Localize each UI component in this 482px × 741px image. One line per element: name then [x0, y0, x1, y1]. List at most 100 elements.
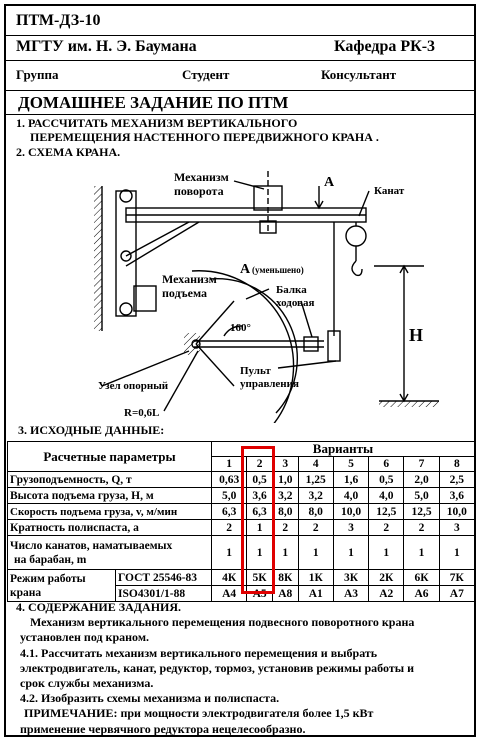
cell: 1,25	[297, 471, 334, 488]
strut-lower	[125, 221, 200, 267]
task-item1-line1: 1. РАССЧИТАТЬ МЕХАНИЗМ ВЕРТИКАЛЬНОГО	[16, 116, 298, 130]
beam-trolley	[259, 220, 277, 234]
content-line: 4.1. Рассчитать механизм вертикального п…	[20, 645, 378, 660]
department-name: Кафедра РК-3	[334, 38, 436, 55]
wall-hatch	[94, 186, 102, 331]
cell: 0,5	[246, 471, 273, 488]
cell: 1	[246, 535, 273, 570]
cell: 7К	[438, 569, 476, 586]
label-rotation-mech-1: Механизм	[174, 170, 229, 184]
gost-label: ГОСТ 25546-83	[115, 569, 212, 586]
variant-number: 6	[368, 456, 405, 472]
row-label: Высота подъема груза, H, м	[7, 487, 212, 504]
cell: 2	[403, 519, 440, 536]
table-row: Грузоподъемность, Q, т 0,63 0,5 1,0 1,25…	[7, 471, 476, 488]
selected-variant-highlight	[241, 446, 275, 594]
cell: 2К	[368, 569, 405, 586]
label-view-a: A	[240, 262, 251, 277]
crane-scheme-diagram: Механизм поворота A Канат Механизм подъе…	[94, 170, 439, 423]
detail-trolley	[303, 336, 319, 352]
mode-label-line1: Режим работы	[10, 572, 86, 585]
note-line: ПРИМЕЧАНИЕ: при мощности электродвигател…	[24, 706, 374, 721]
cell: 5К	[246, 569, 273, 586]
cell: А2	[368, 585, 405, 602]
cell: 2,0	[403, 471, 440, 488]
cell: 8К	[271, 569, 299, 586]
cell: 1	[271, 535, 299, 570]
cell: 1	[332, 535, 370, 570]
cell: 3,2	[297, 487, 334, 504]
rail-arc-outer	[191, 270, 295, 423]
cell: 2	[271, 519, 299, 536]
consultant-label: Консультант	[321, 67, 397, 82]
table-row: Кратность полиспаста, a 2 1 2 2 3 2 2 3	[7, 519, 476, 536]
label-angle: 160°	[230, 322, 251, 334]
cell: 0,5	[368, 471, 405, 488]
label-lift-mech-2: подъема	[162, 286, 207, 300]
cell: 1,0	[271, 471, 299, 488]
cell: А6	[403, 585, 440, 602]
cell: 4К	[210, 569, 248, 586]
content-line: срок службы механизма.	[20, 676, 154, 691]
cell: 1	[403, 535, 440, 570]
divider	[6, 114, 474, 115]
header-row-people: Группа Студент Консультант	[6, 60, 474, 90]
page-title: ДОМАШНЕЕ ЗАДАНИЕ ПО ПТМ	[18, 93, 289, 112]
assignment-content: 4. СОДЕРЖАНИЕ ЗАДАНИЯ. Механизм вертикал…	[16, 600, 474, 737]
cell: 3,6	[438, 487, 476, 504]
label-view-a-note: (уменьшено)	[252, 265, 304, 275]
row-label: Кратность полиспаста, a	[7, 519, 212, 536]
lower-hinge	[119, 302, 133, 316]
cell: 1	[297, 535, 334, 570]
table-row: Режим работы крана ГОСТ 25546-83 4К 5К 8…	[7, 569, 476, 602]
cell: 1	[368, 535, 405, 570]
table-row: Скорость подъема груза, v, м/мин 6,3 6,3…	[7, 503, 476, 520]
mode-label-line2: крана	[10, 586, 42, 599]
header-row-university: МГТУ им. Н. Э. Баумана Кафедра РК-3	[6, 35, 474, 60]
strut-upper	[125, 221, 190, 257]
assignment-sheet: ПТМ-ДЗ-10 МГТУ им. Н. Э. Баумана Кафедра…	[4, 4, 476, 737]
content-heading: 4. СОДЕРЖАНИЕ ЗАДАНИЯ.	[16, 600, 182, 614]
cell: 10,0	[332, 503, 370, 520]
label-a-arrow: A	[324, 175, 335, 190]
cell: 8,0	[271, 503, 299, 520]
content-line: 4.2. Изобразить схемы механизма и полисп…	[20, 691, 280, 706]
pulley	[345, 225, 367, 247]
cell: А7	[438, 585, 476, 602]
label-rope: Канат	[374, 185, 405, 197]
row-label: Скорость подъема груза, v, м/мин	[7, 503, 212, 520]
student-label: Студент	[182, 67, 230, 82]
cell: 5,0	[210, 487, 248, 504]
cell: 4,0	[368, 487, 405, 504]
group-label: Группа	[16, 67, 59, 82]
cell: 6,3	[246, 503, 273, 520]
label-radius: R=0,6L	[124, 407, 159, 419]
upper-hinge	[119, 189, 133, 203]
cell: 3К	[332, 569, 370, 586]
content-line: установлен под краном.	[20, 630, 149, 645]
cell: 1К	[297, 569, 334, 586]
variants-header: Варианты	[211, 441, 475, 457]
variant-number: 1	[210, 456, 248, 472]
row-label-ropes: Число канатов, наматываемых на барабан, …	[7, 535, 212, 570]
row-label: Грузоподъемность, Q, т	[7, 471, 212, 488]
cell: 3	[438, 519, 476, 536]
cell: 3	[332, 519, 370, 536]
label-beam-1: Балка	[276, 284, 307, 296]
ropes-label-line2: на барабан, m	[14, 553, 87, 566]
cell: 8,0	[297, 503, 334, 520]
label-rotation-mech-2: поворота	[174, 184, 224, 198]
cell: 6К	[403, 569, 440, 586]
header-row-title: ДОМАШНЕЕ ЗАДАНИЕ ПО ПТМ	[6, 90, 474, 114]
cell: 10,0	[438, 503, 476, 520]
cell: 12,5	[403, 503, 440, 520]
variant-number: 5	[332, 456, 370, 472]
hook	[351, 260, 363, 277]
document-code: ПТМ-ДЗ-10	[16, 12, 101, 29]
rail-arc-inner	[209, 277, 298, 414]
label-control-2: управления	[240, 378, 299, 390]
wall-column	[115, 190, 137, 317]
content-line: Механизм вертикального перемещения подве…	[30, 615, 415, 630]
cell: 3,2	[271, 487, 299, 504]
university-name: МГТУ им. Н. Э. Баумана	[16, 38, 197, 55]
